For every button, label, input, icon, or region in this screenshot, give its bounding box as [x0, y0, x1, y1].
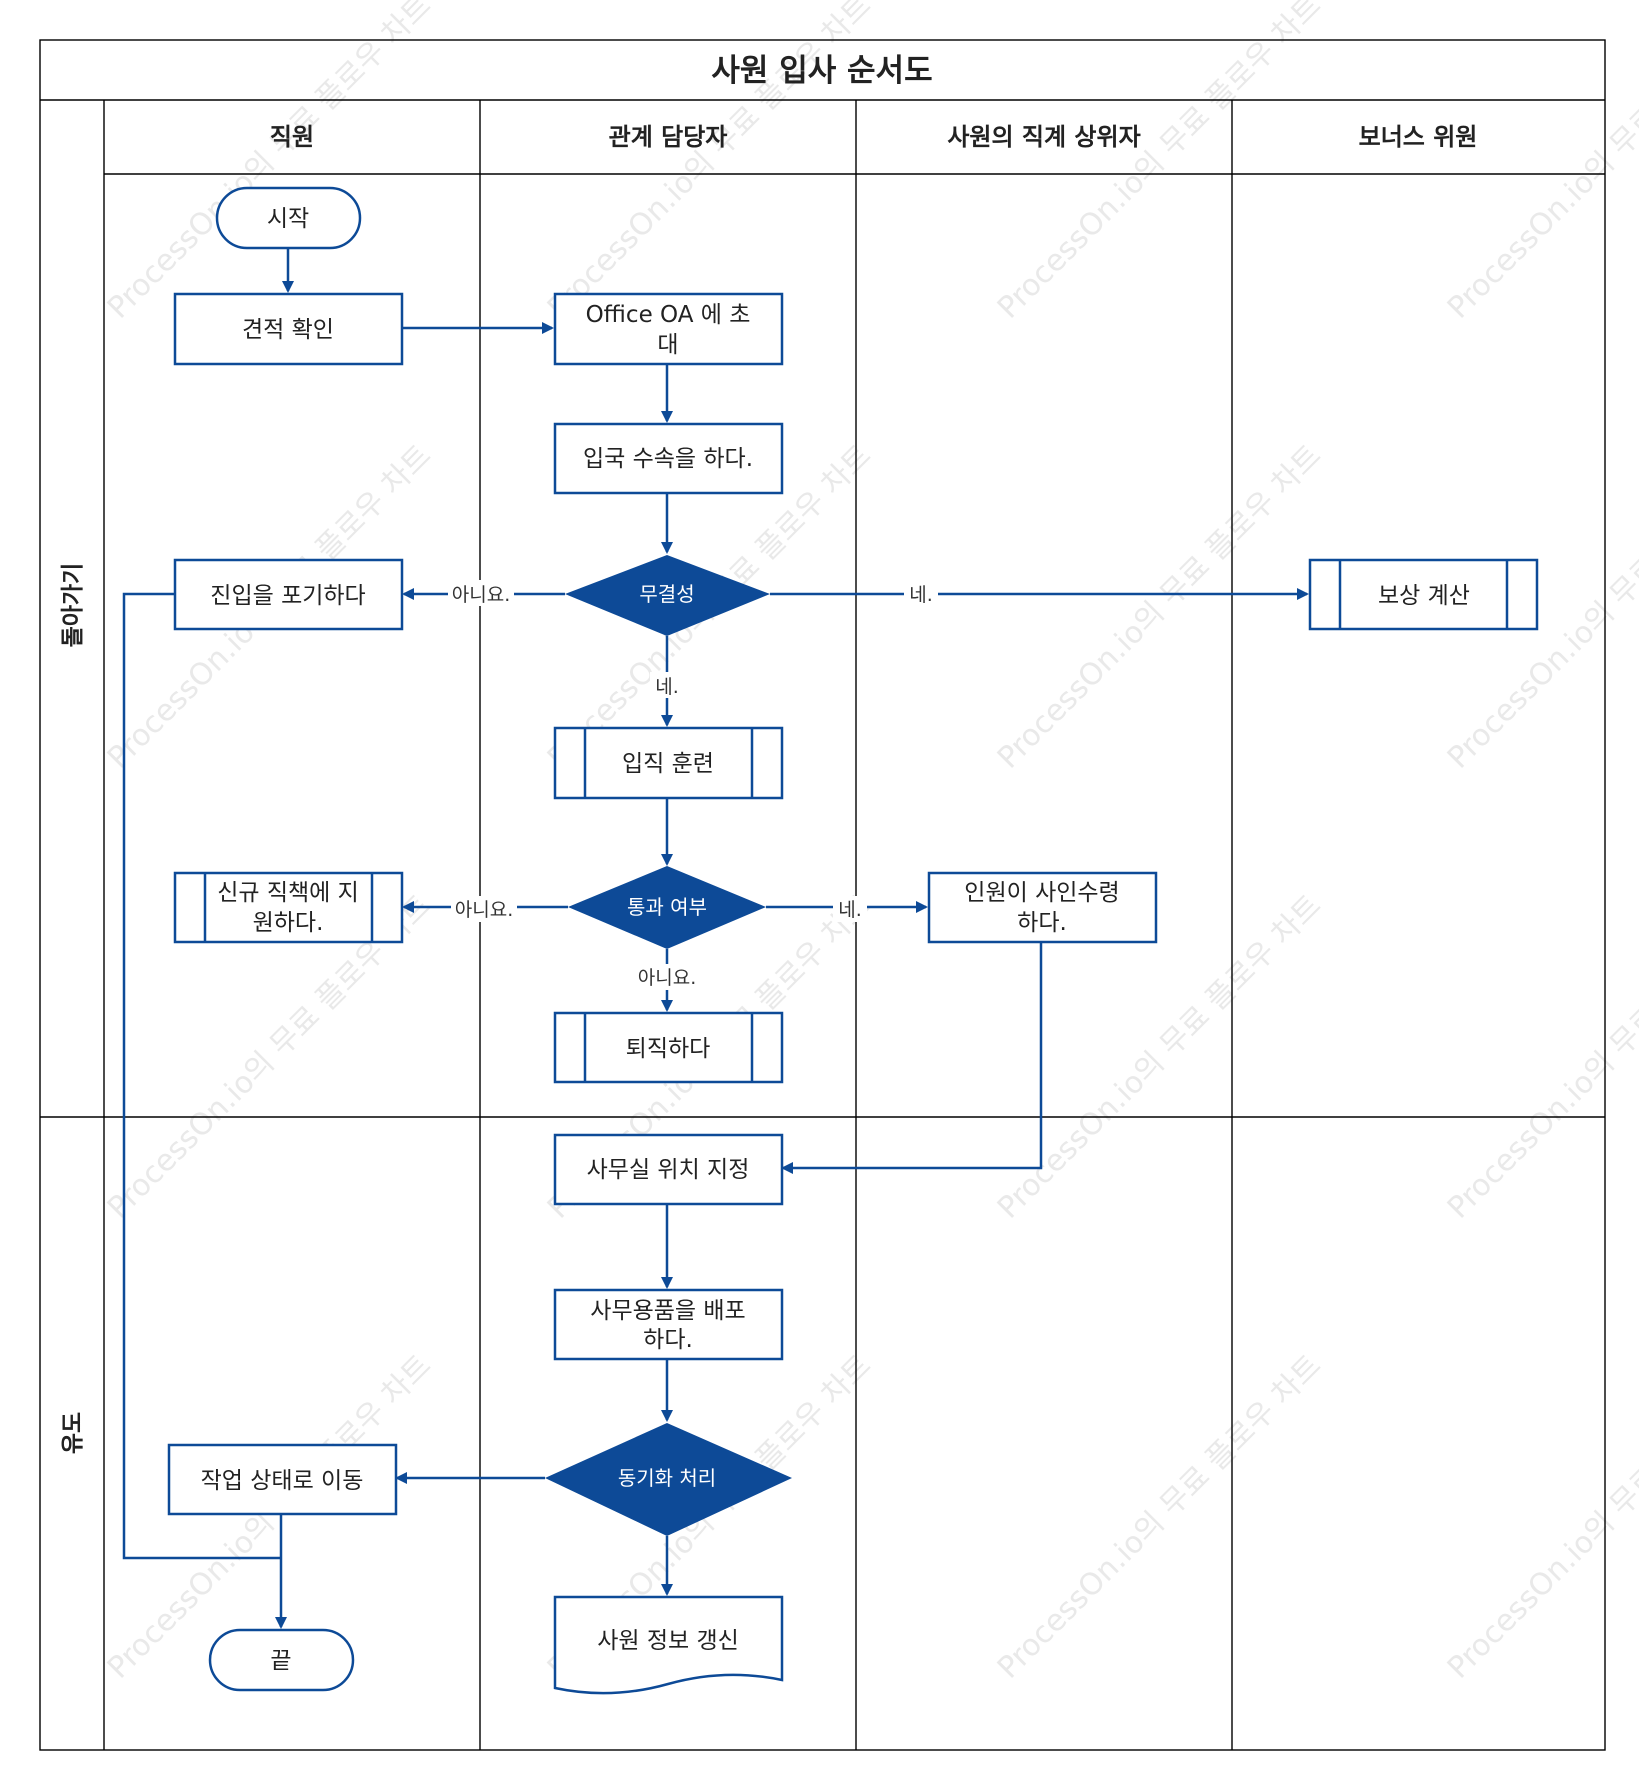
decision-pass[interactable] [568, 866, 766, 949]
node-label: 입직 훈련 [622, 751, 714, 777]
subprocess-comp-calc[interactable] [1308, 558, 1539, 631]
pool-border [39, 39, 1606, 1751]
node-label: 무결성 [639, 582, 694, 606]
subprocess-resign[interactable] [553, 1011, 784, 1084]
node-label: 사무용품을 배포 [590, 1298, 745, 1324]
watermark: ProcessOn.io의 무료 플로우 차트 [991, 0, 1328, 326]
process-office-location[interactable] [553, 1133, 784, 1206]
decision-sync[interactable] [545, 1423, 792, 1536]
node-label: 시작 [267, 206, 309, 232]
subprocess-apply-new-position[interactable] [173, 871, 404, 944]
watermark: ProcessOn.io의 무료 플로우 차트 [1441, 888, 1639, 1225]
swimlane-grid [39, 39, 1606, 1751]
node-label: 대 [657, 332, 678, 358]
process-staff-signoff[interactable] [927, 871, 1158, 944]
node-label: 보상 계산 [1378, 583, 1470, 609]
node-label: 퇴직하다 [626, 1036, 711, 1062]
lane-header-relations-manager: 관계 담당자 [609, 123, 728, 151]
watermark: ProcessOn.io의 무료 플로우 차트 [541, 0, 878, 326]
node-label: 견적 확인 [242, 317, 334, 343]
node-label: 통과 여부 [627, 895, 707, 919]
watermark: ProcessOn.io의 무료 플로우 차트 [991, 438, 1328, 775]
process-entry-procedure[interactable] [553, 422, 784, 495]
node-label: 하다. [643, 1327, 693, 1353]
process-confirm-quote[interactable] [173, 292, 404, 366]
edge-label-yes: 네. [909, 584, 933, 606]
document-update-info[interactable] [553, 1595, 784, 1695]
node-label: 원하다. [253, 910, 324, 936]
watermark: ProcessOn.io의 무료 플로우 차트 [101, 0, 438, 326]
lane-header-employee: 직원 [270, 123, 314, 151]
edge-signoff-to-office [781, 943, 1043, 1174]
edge-label-no: 아니요. [638, 967, 696, 989]
watermark: ProcessOn.io의 무료 플로우 차트 [991, 1348, 1328, 1685]
start-terminator[interactable] [215, 186, 362, 250]
edge-label-no: 아니요. [452, 584, 510, 606]
node-label: 사무실 위치 지정 [587, 1157, 750, 1183]
watermark: ProcessOn.io의 무료 플로우 차트 [1441, 1348, 1639, 1685]
node-label: 신규 직책에 지 [217, 880, 359, 906]
subprocess-training[interactable] [553, 726, 784, 800]
diagram-title: 사원 입사 순서도 [711, 53, 932, 89]
node-label: 하다. [1017, 910, 1067, 936]
node-label: 인원이 사인수령 [964, 880, 1119, 906]
lane-header-bonus-committee: 보너스 위원 [1359, 123, 1478, 151]
node-label: 작업 상태로 이동 [201, 1468, 364, 1494]
nodes: 시작 견적 확인 Office OA 에 초 대 입국 수속을 하다. 무결성 … [167, 186, 1539, 1695]
node-label: 끝 [270, 1648, 291, 1674]
node-label: 동기화 처리 [618, 1466, 716, 1490]
node-label: 진입을 포기하다 [210, 583, 365, 609]
watermark: ProcessOn.io의 무료 플로우 차트 [1441, 0, 1639, 326]
node-label: 사원 정보 갱신 [597, 1628, 739, 1654]
edge-label-no: 아니요. [455, 899, 513, 921]
phase-label-return: 돌아가기 [60, 563, 86, 648]
end-terminator[interactable] [208, 1628, 355, 1692]
node-label: Office OA 에 초 [586, 302, 751, 328]
edge-label-yes: 네. [655, 676, 679, 698]
decision-integrity[interactable] [565, 555, 770, 636]
lane-header-direct-supervisor: 사원의 직계 상위자 [947, 123, 1140, 151]
process-distribute-supplies[interactable] [553, 1288, 784, 1361]
process-invite-oa[interactable] [553, 292, 784, 366]
edge-labels: 아니요. 네. 네. 아니요. 네. 아니요. [448, 580, 938, 990]
node-label: 입국 수속을 하다. [583, 446, 753, 472]
phase-label-induction: 유도 [60, 1412, 86, 1454]
process-give-up[interactable] [173, 558, 404, 631]
edge-label-yes: 네. [838, 899, 862, 921]
process-move-to-work[interactable] [167, 1443, 398, 1516]
watermark-layer: ProcessOn.io의 무료 플로우 차트 ProcessOn.io의 무료… [101, 0, 1639, 1686]
edge-giveup-to-end [122, 592, 281, 1560]
